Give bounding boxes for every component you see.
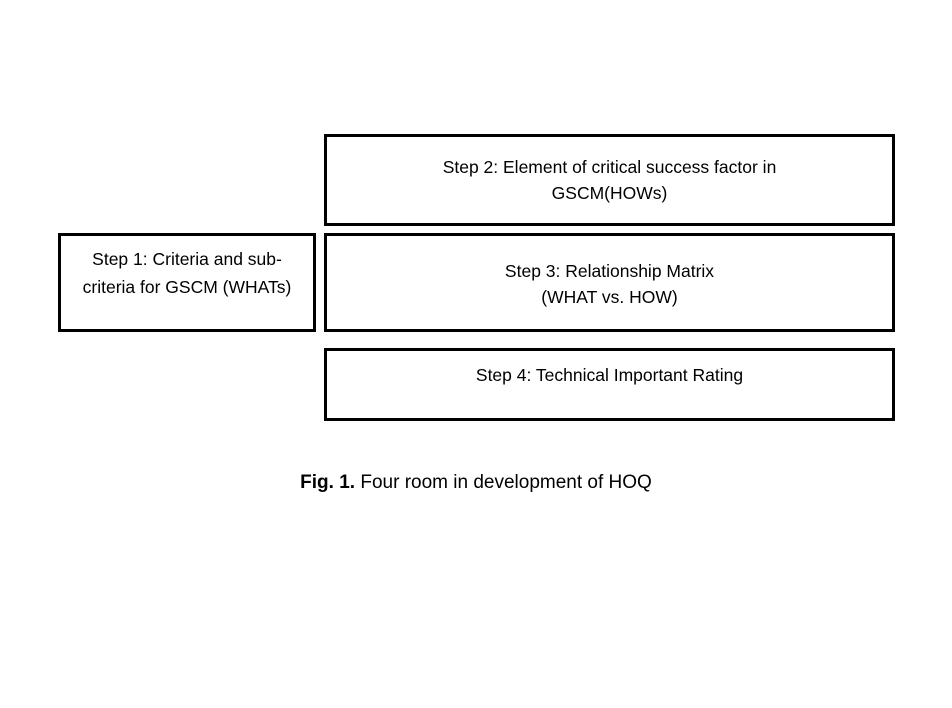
step1-title-line1: Step 1: Criteria and sub- — [92, 249, 282, 269]
step3-title-line2: (WHAT vs. HOW) — [541, 287, 678, 307]
step4-technical-rating-box: Step 4: Technical Important Rating — [324, 348, 895, 421]
step1-whats-box: Step 1: Criteria and sub- criteria for G… — [58, 233, 316, 332]
step2-title-line2: GSCM(HOWs) — [551, 183, 668, 203]
figure-label: Fig. 1. — [300, 472, 356, 493]
step4-title: Step 4: Technical Important Rating — [475, 365, 744, 385]
figure-caption: Fig. 1. Four room in development of HOQ — [0, 472, 952, 494]
step2-title-line1: Step 2: Element of critical success fact… — [442, 157, 777, 177]
step3-relationship-matrix-box: Step 3: Relationship Matrix (WHAT vs. HO… — [324, 233, 895, 332]
step2-hows-box: Step 2: Element of critical success fact… — [324, 134, 895, 226]
step1-title-line2: criteria for GSCM (WHATs) — [82, 277, 292, 297]
step3-title-line1: Step 3: Relationship Matrix — [504, 261, 715, 281]
figure-caption-text: Four room in development of HOQ — [360, 472, 652, 493]
